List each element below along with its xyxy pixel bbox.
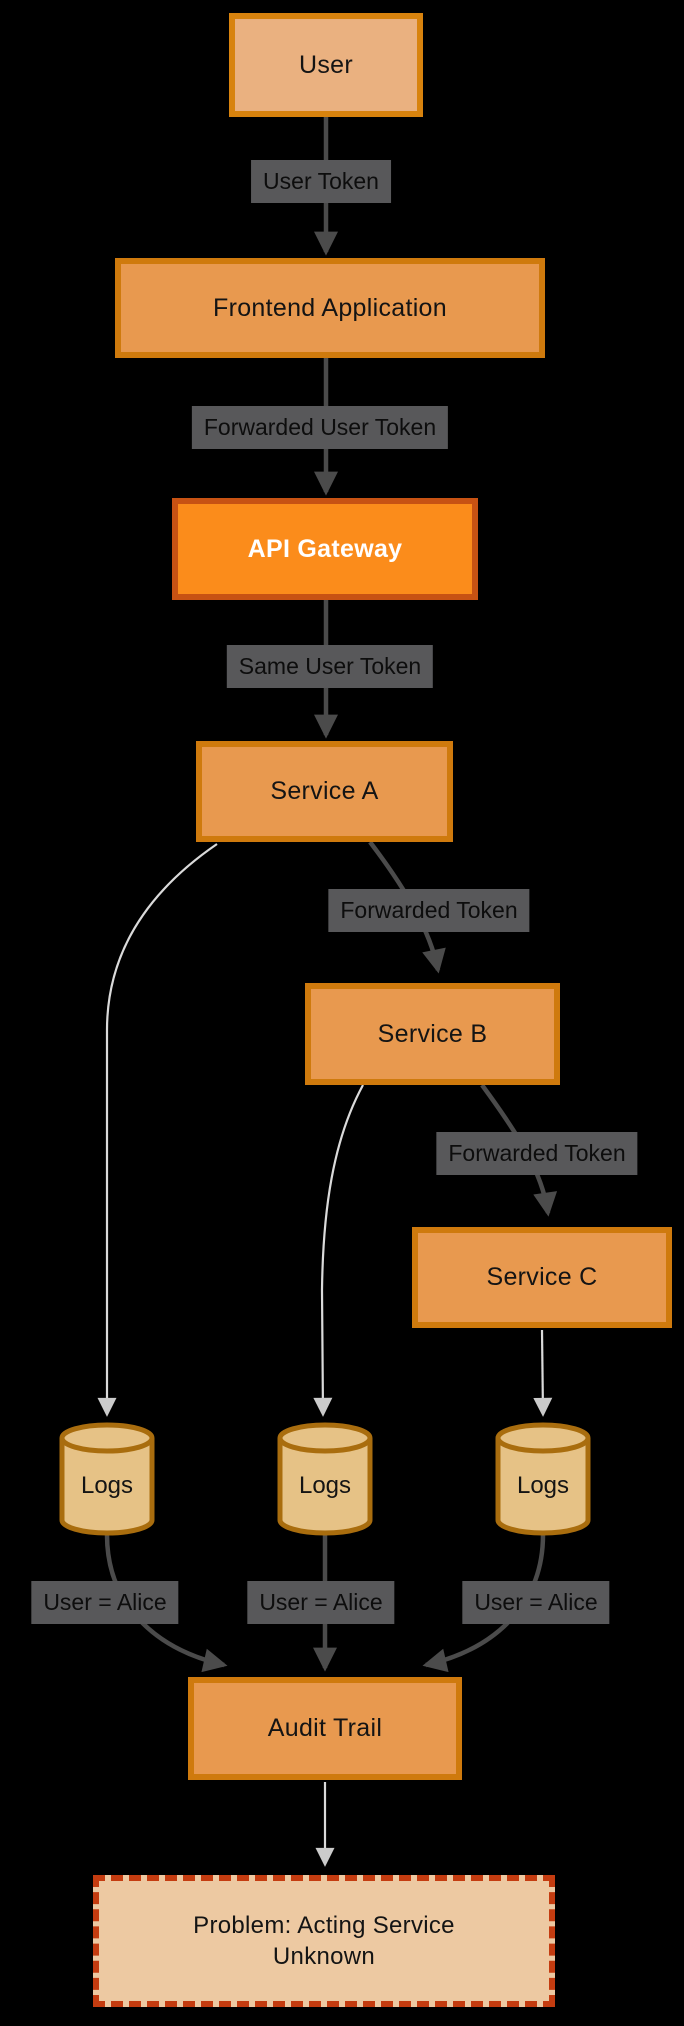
node-service-a: Service A — [196, 741, 453, 842]
node-audit-trail: Audit Trail — [188, 1677, 462, 1780]
edge-label-same-user-token: Same User Token — [226, 645, 434, 689]
edge-label-user-alice-b: User = Alice — [247, 1581, 395, 1625]
edge-label-forwarded-user-token: Forwarded User Token — [191, 406, 449, 450]
node-logs-c-label: Logs — [516, 1472, 570, 1499]
edge-label-user-alice-c: User = Alice — [462, 1581, 610, 1625]
node-api-gateway: API Gateway — [172, 498, 478, 600]
node-user: User — [229, 13, 423, 117]
node-logs-a-label: Logs — [80, 1472, 134, 1499]
node-service-c: Service C — [412, 1227, 672, 1328]
node-frontend-application: Frontend Application — [115, 258, 545, 358]
edge-label-user-token: User Token — [251, 160, 391, 204]
edge-servicea-logsa — [97, 843, 218, 1417]
edge-label-forwarded-token-bc: Forwarded Token — [436, 1132, 638, 1176]
edge-servicec-logsc — [533, 1329, 553, 1417]
node-service-b: Service B — [305, 983, 560, 1085]
edge-serviceb-logsb — [313, 1084, 364, 1417]
node-problem: Problem: Acting Service Unknown — [93, 1875, 555, 2007]
logs-b-cylinder — [277, 1422, 373, 1536]
logs-c-cylinder — [495, 1422, 591, 1536]
edge-label-forwarded-token-ab: Forwarded Token — [328, 889, 530, 933]
edge-label-user-alice-a: User = Alice — [31, 1581, 179, 1625]
logs-a-cylinder — [59, 1422, 155, 1536]
node-logs-b-label: Logs — [298, 1472, 352, 1499]
